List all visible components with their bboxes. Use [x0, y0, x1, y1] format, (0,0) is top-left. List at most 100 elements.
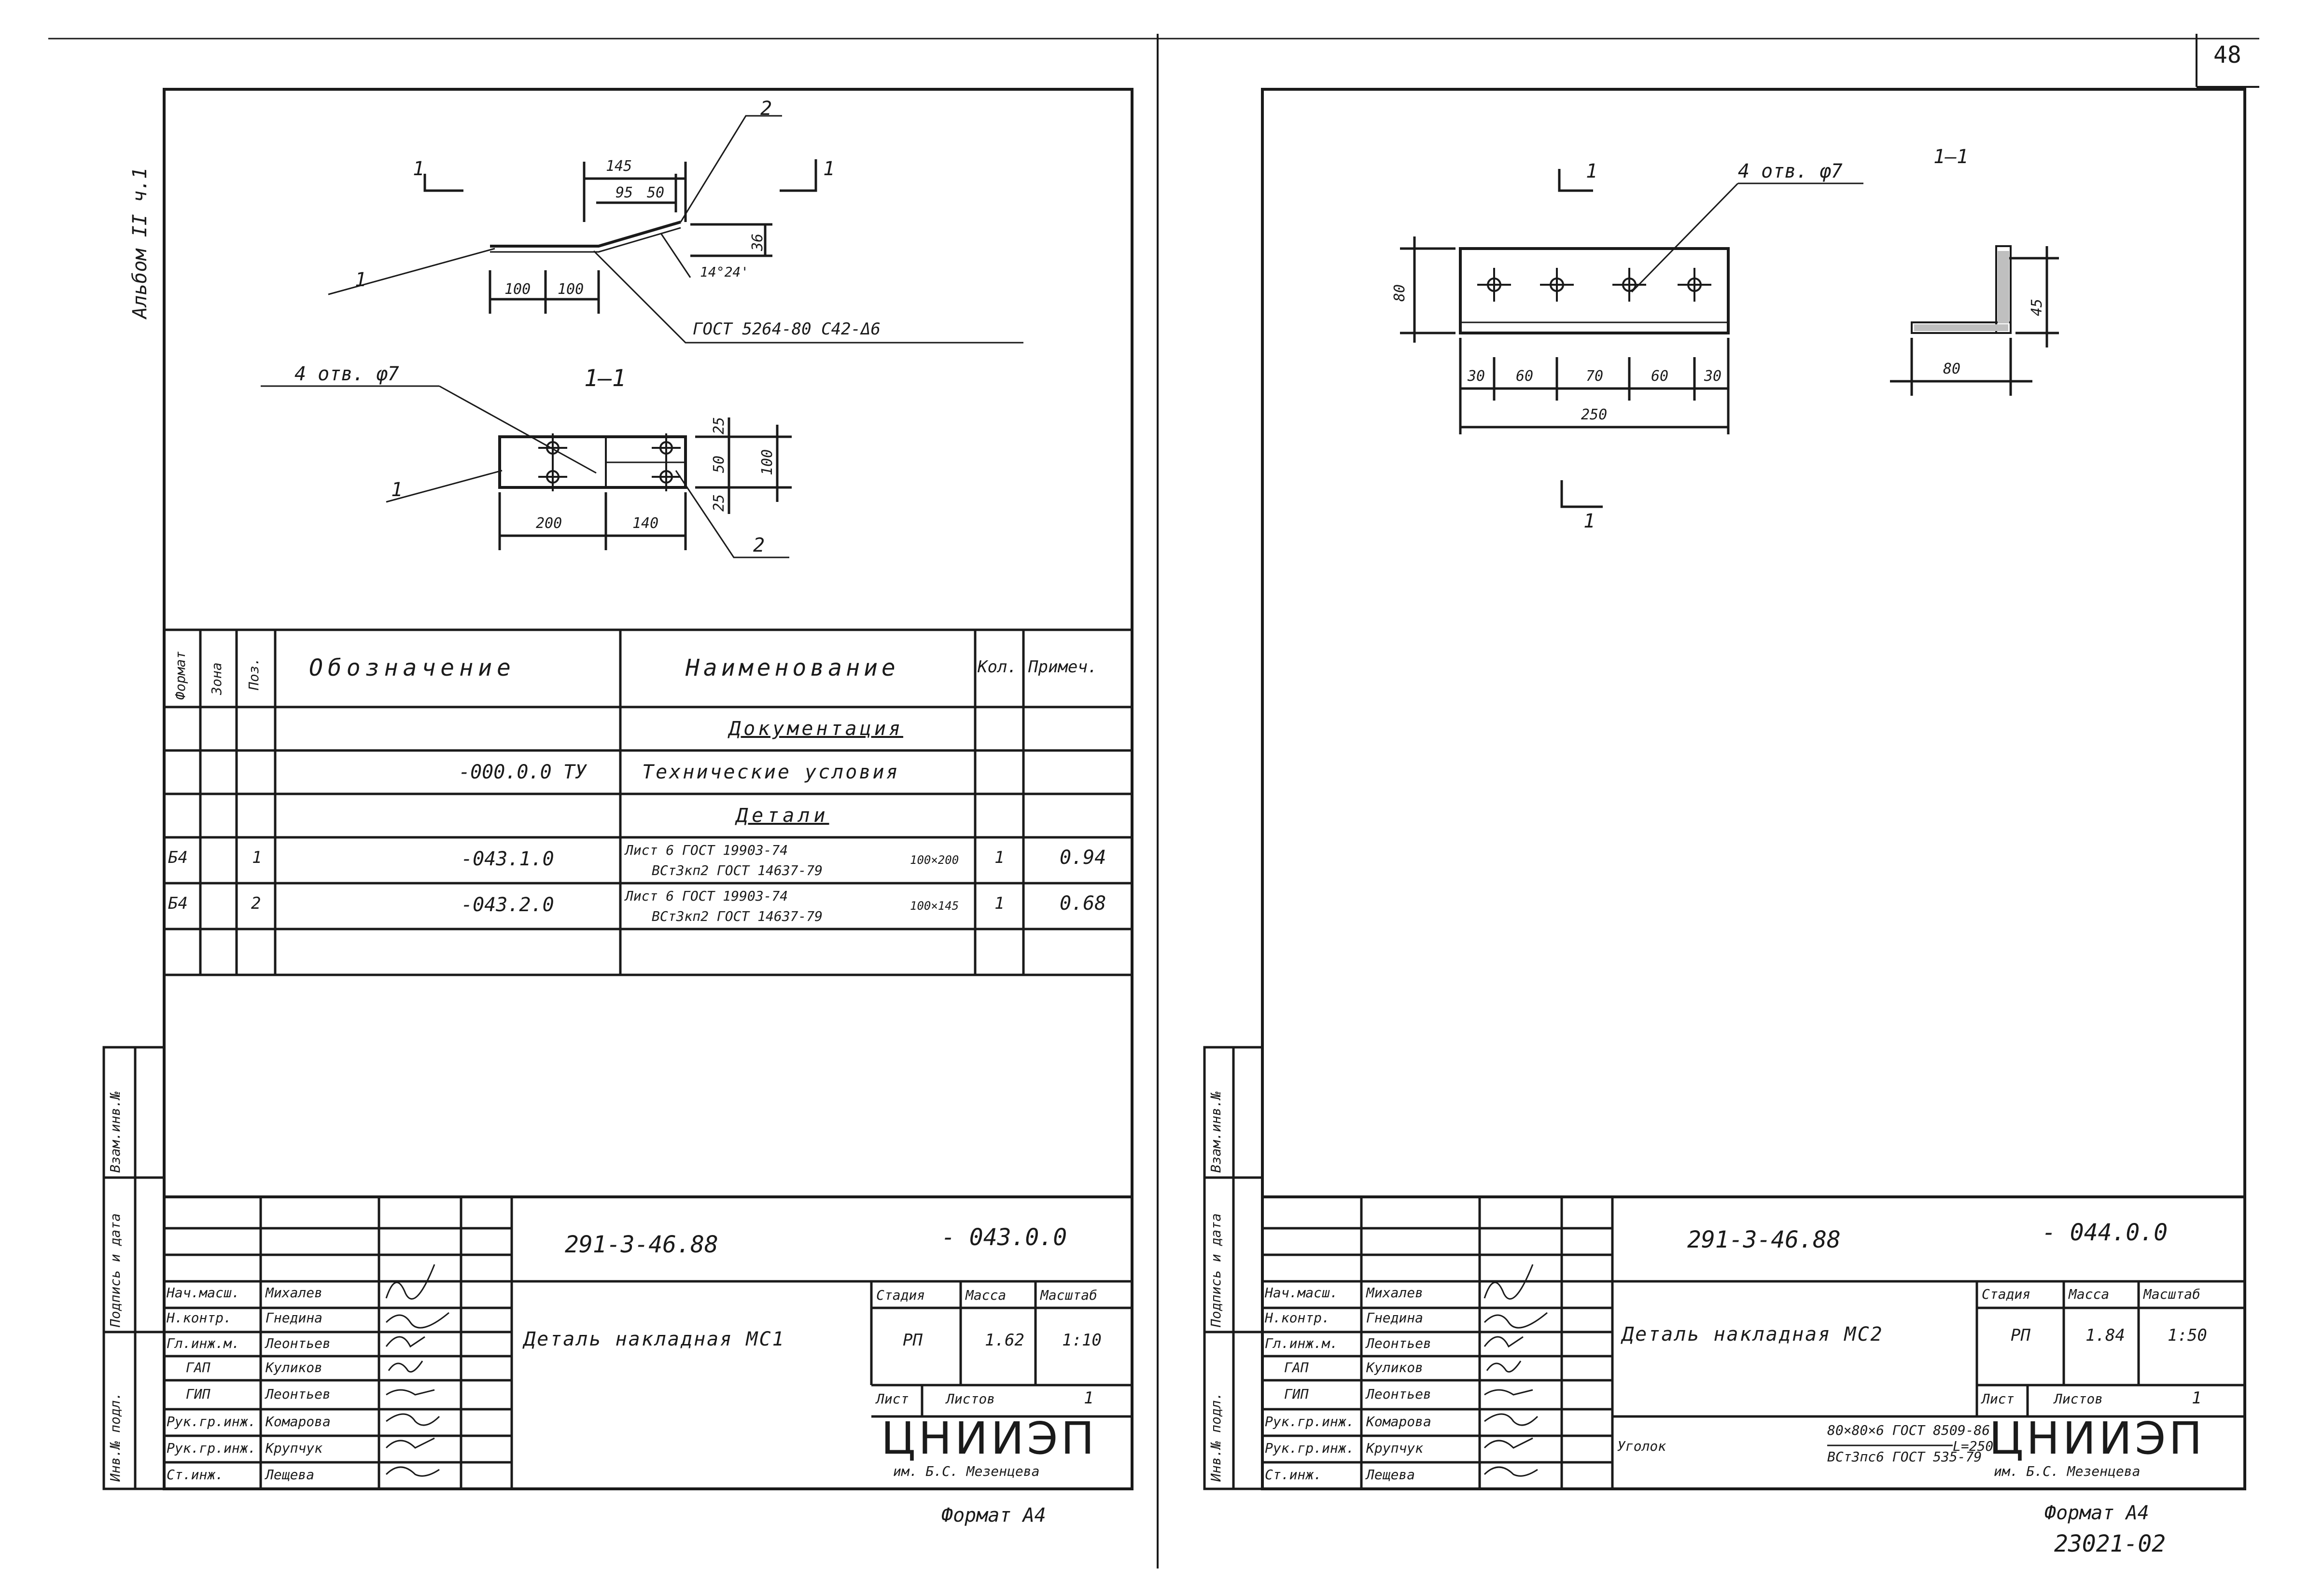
- right-dim-70: 70: [1586, 368, 1604, 385]
- angle-note: 14°24': [700, 264, 749, 280]
- right-name-4: Куликов: [1366, 1360, 1424, 1375]
- left-name-5: Леонтьев: [266, 1386, 331, 1402]
- right-stage-label: Стадия: [1982, 1286, 2031, 1302]
- spec-row2-pos: 2: [251, 894, 261, 913]
- section-mark-left: 1: [413, 158, 425, 180]
- left-role-7: Рук.гр.инж.: [167, 1440, 256, 1456]
- left-role-4: ГАП: [186, 1360, 210, 1375]
- right-dim-80h: 80: [1943, 361, 1961, 377]
- right-section-mark-bottom: 1: [1583, 510, 1595, 532]
- right-sheet-label: Лист: [1982, 1391, 2015, 1407]
- left-role-2: Н.контр.: [167, 1310, 232, 1326]
- right-dim-30b: 30: [1704, 368, 1722, 385]
- signature-6: [386, 1413, 440, 1426]
- spec-row1-format: Б4: [168, 848, 188, 867]
- section-mark-right: 1: [823, 158, 835, 180]
- left-role-3: Гл.инж.м.: [167, 1335, 240, 1351]
- left-scale-label: Масштаб: [1040, 1287, 1098, 1303]
- signature-3: [385, 1336, 425, 1348]
- right-stage: РП: [2011, 1326, 2030, 1345]
- plan-section-title: 1–1: [584, 365, 626, 392]
- left-name-2: Гнедина: [266, 1310, 323, 1326]
- spec-row1-pos: 1: [252, 848, 262, 867]
- right-name-2: Гнедина: [1366, 1310, 1424, 1326]
- dim-95: 95: [616, 184, 633, 201]
- signature-r3: [1483, 1336, 1524, 1348]
- col-note-header: Примеч.: [1028, 657, 1098, 677]
- col-qty-header: Кол.: [978, 657, 1017, 677]
- left-sheets: 1: [1084, 1388, 1094, 1408]
- spec-row2-designation: -043.2.0: [461, 894, 554, 916]
- spec-row2-name-bottom: ВСт3кп2 ГОСТ 14637-79: [652, 908, 823, 924]
- left-stage-label: Стадия: [876, 1287, 925, 1303]
- right-name-1: Михалев: [1366, 1285, 1424, 1301]
- left-role-5: ГИП: [186, 1386, 210, 1402]
- page-number: 48: [2213, 42, 2241, 69]
- right-name-5: Леонтьев: [1366, 1386, 1431, 1402]
- right-format: Формат А4: [2044, 1502, 2149, 1524]
- signature-4: [388, 1360, 423, 1373]
- left-mass: 1.62: [985, 1331, 1024, 1350]
- right-material-bottom: ВСт3пс6 ГОСТ 535-79: [1827, 1449, 1982, 1465]
- signature-r8: [1483, 1466, 1538, 1477]
- left-title: Деталь накладная МС1: [524, 1328, 785, 1350]
- dim-100b: 100: [558, 281, 584, 298]
- right-holes-note: 4 отв. φ7: [1738, 160, 1843, 182]
- col-name-header: Наименование: [686, 654, 899, 681]
- callout-pos2-top: 2: [760, 97, 772, 120]
- signature-r6: [1484, 1413, 1539, 1426]
- left-name-1: Михалев: [266, 1285, 323, 1301]
- right-name-6: Комарова: [1366, 1414, 1431, 1429]
- right-section-mark-top: 1: [1586, 160, 1598, 182]
- left-doc-code: 291-3-46.88: [565, 1231, 718, 1258]
- spec-row1-size: 100×200: [910, 853, 959, 867]
- dim-140: 140: [632, 515, 659, 532]
- dim-50: 50: [647, 184, 665, 201]
- left-name-7: Крупчук: [266, 1440, 323, 1456]
- spec-row1-mass: 0.94: [1060, 847, 1106, 869]
- right-dim-250: 250: [1581, 406, 1608, 423]
- dim-145: 145: [606, 158, 632, 175]
- left-mass-label: Масса: [966, 1287, 1007, 1303]
- right-sheets-label: Листов: [2054, 1391, 2103, 1407]
- right-role-6: Рук.гр.инж.: [1265, 1414, 1355, 1429]
- right-material-length: L=250: [1953, 1438, 1994, 1454]
- left-role-8: Ст.инж.: [167, 1467, 224, 1483]
- left-sheets-label: Листов: [946, 1391, 995, 1407]
- left-org-logo: ЦНИИЭП: [881, 1413, 1097, 1464]
- right-role-8: Ст.инж.: [1265, 1467, 1322, 1483]
- left-stage: РП: [903, 1331, 923, 1350]
- left-org-sub: им. Б.С. Мезенцева: [893, 1463, 1040, 1479]
- right-role-5: ГИП: [1284, 1386, 1309, 1402]
- left-role-1: Нач.масш.: [167, 1285, 240, 1301]
- spec-row1-name-bottom: ВСт3кп2 ГОСТ 14637-79: [652, 862, 823, 878]
- left-name-8: Лещева: [266, 1467, 315, 1483]
- right-role-3: Гл.инж.м.: [1265, 1335, 1338, 1351]
- spec-row1-qty: 1: [994, 848, 1005, 867]
- spec-row1-name-top: Лист 6 ГОСТ 19903-74: [625, 842, 788, 858]
- right-scale: 1:50: [2168, 1326, 2207, 1345]
- left-name-4: Куликов: [266, 1360, 323, 1375]
- spec-row2-qty: 1: [994, 894, 1005, 913]
- right-title: Деталь накладная МС2: [1622, 1323, 1884, 1346]
- left-name-3: Леонтьев: [266, 1335, 331, 1351]
- spec-row2-name-top: Лист 6 ГОСТ 19903-74: [625, 888, 788, 904]
- right-role-2: Н.контр.: [1265, 1310, 1330, 1326]
- left-sheet-label: Лист: [876, 1391, 909, 1407]
- left-format: Формат А4: [941, 1504, 1046, 1527]
- signature-r4: [1486, 1360, 1522, 1373]
- right-dim-60b: 60: [1651, 368, 1669, 385]
- right-org-sub: им. Б.С. Мезенцева: [1994, 1463, 2141, 1479]
- right-mass: 1.84: [2085, 1326, 2125, 1345]
- spec-row-tu-name: Технические условия: [642, 761, 900, 783]
- right-role-7: Рук.гр.инж.: [1265, 1440, 1355, 1456]
- signature-7: [385, 1437, 435, 1449]
- right-doc-code: 291-3-46.88: [1687, 1226, 1841, 1253]
- left-name-6: Комарова: [266, 1414, 331, 1429]
- dim-200: 200: [536, 515, 562, 532]
- signature-5: [386, 1389, 435, 1396]
- signature-8: [385, 1466, 440, 1477]
- spec-row2-mass: 0.68: [1060, 892, 1106, 915]
- weld-note: ГОСТ 5264-80 С42-Δ6: [693, 319, 881, 339]
